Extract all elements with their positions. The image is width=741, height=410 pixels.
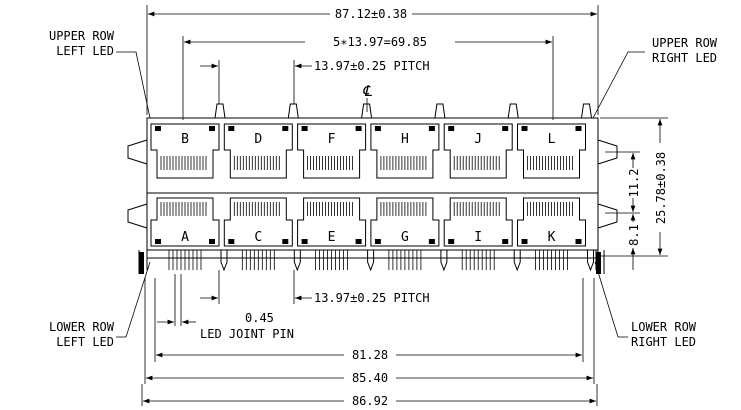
upper-port-outline — [517, 123, 586, 179]
lower-port-outline — [150, 197, 220, 247]
lower-port-outline — [223, 197, 293, 247]
led-window — [209, 239, 215, 244]
upper-port-letter: L — [548, 132, 556, 147]
lead-span-dim: 81.28 — [352, 348, 388, 362]
led-window — [282, 126, 289, 131]
led-window — [428, 126, 435, 131]
height-total-dim: 25.78±0.38 — [654, 152, 668, 224]
lower-port-letter: C — [254, 230, 262, 245]
upper-port-letter: F — [328, 132, 336, 147]
lower-right-label-line2: RIGHT LED — [631, 335, 696, 349]
overall-top-dim: 87.12±0.38 — [335, 7, 407, 21]
upper-left-label-line1: UPPER ROW — [49, 29, 115, 43]
body-width-dim: 85.40 — [352, 371, 388, 385]
lower-left-label-line1: LOWER ROW — [49, 320, 115, 334]
led-window — [155, 239, 161, 244]
pitch-top-dim: 13.97±0.25 PITCH — [314, 59, 430, 73]
led-window — [282, 239, 289, 244]
led-window — [155, 126, 161, 131]
led-window — [575, 126, 582, 131]
dimension-texts: 87.12±0.38 5∗13.97=69.85 13.97±0.25 PITC… — [245, 7, 668, 408]
centerline-symbol: ℄ — [362, 82, 372, 100]
led-window — [521, 126, 528, 131]
led-window — [428, 239, 435, 244]
led-window — [575, 239, 582, 244]
led-window — [448, 239, 455, 244]
ports-group: B A D C F E H G J I L K — [150, 103, 594, 272]
upper-port-letter: B — [181, 132, 189, 147]
led-window — [521, 239, 528, 244]
lower-port-outline — [297, 197, 367, 247]
overall-bottom-dim: 86.92 — [352, 394, 388, 408]
upper-port-letter: J — [474, 132, 482, 147]
led-joint-pin-label: LED JOINT PIN — [200, 327, 294, 341]
led-pin-dim: 0.45 — [245, 311, 274, 325]
upper-port-outline — [150, 123, 220, 179]
led-window — [228, 239, 235, 244]
lower-port-letter: G — [401, 230, 409, 245]
led-window — [209, 126, 215, 131]
lower-port-letter: E — [328, 230, 336, 245]
lower-port-letter: I — [474, 230, 482, 245]
dimension-lines — [116, 5, 668, 406]
lower-port-letter: K — [548, 230, 556, 245]
upper-offset-dim: 11.2 — [627, 169, 641, 198]
upper-right-label-line1: UPPER ROW — [652, 36, 718, 50]
connector-body — [127, 117, 618, 274]
callout-labels: UPPER ROW LEFT LED UPPER ROW RIGHT LED L… — [49, 29, 718, 349]
lower-port-letter: A — [181, 230, 189, 245]
led-window — [502, 126, 509, 131]
led-window — [448, 126, 455, 131]
span-pitch-dim: 5∗13.97=69.85 — [333, 35, 427, 49]
upper-port-outline — [443, 123, 513, 179]
led-window — [502, 239, 509, 244]
lower-port-outline — [443, 197, 513, 247]
upper-right-label-line2: RIGHT LED — [652, 51, 717, 65]
led-window — [301, 239, 308, 244]
lower-offset-dim: 8.1 — [627, 224, 641, 246]
led-window — [374, 126, 381, 131]
pitch-bottom-dim: 13.97±0.25 PITCH — [314, 291, 430, 305]
upper-port-outline — [223, 123, 293, 179]
led-window — [374, 239, 381, 244]
upper-port-outline — [297, 123, 367, 179]
lower-right-label-line1: LOWER ROW — [631, 320, 697, 334]
led-window — [355, 126, 362, 131]
lower-port-outline — [370, 197, 440, 247]
led-window — [301, 126, 308, 131]
led-window — [228, 126, 235, 131]
lower-port-outline — [517, 197, 586, 247]
upper-port-letter: D — [254, 132, 262, 147]
upper-port-outline — [370, 123, 440, 179]
led-window — [355, 239, 362, 244]
upper-left-label-line2: LEFT LED — [56, 44, 114, 58]
lower-left-label-line2: LEFT LED — [56, 335, 114, 349]
upper-port-letter: H — [401, 132, 409, 147]
